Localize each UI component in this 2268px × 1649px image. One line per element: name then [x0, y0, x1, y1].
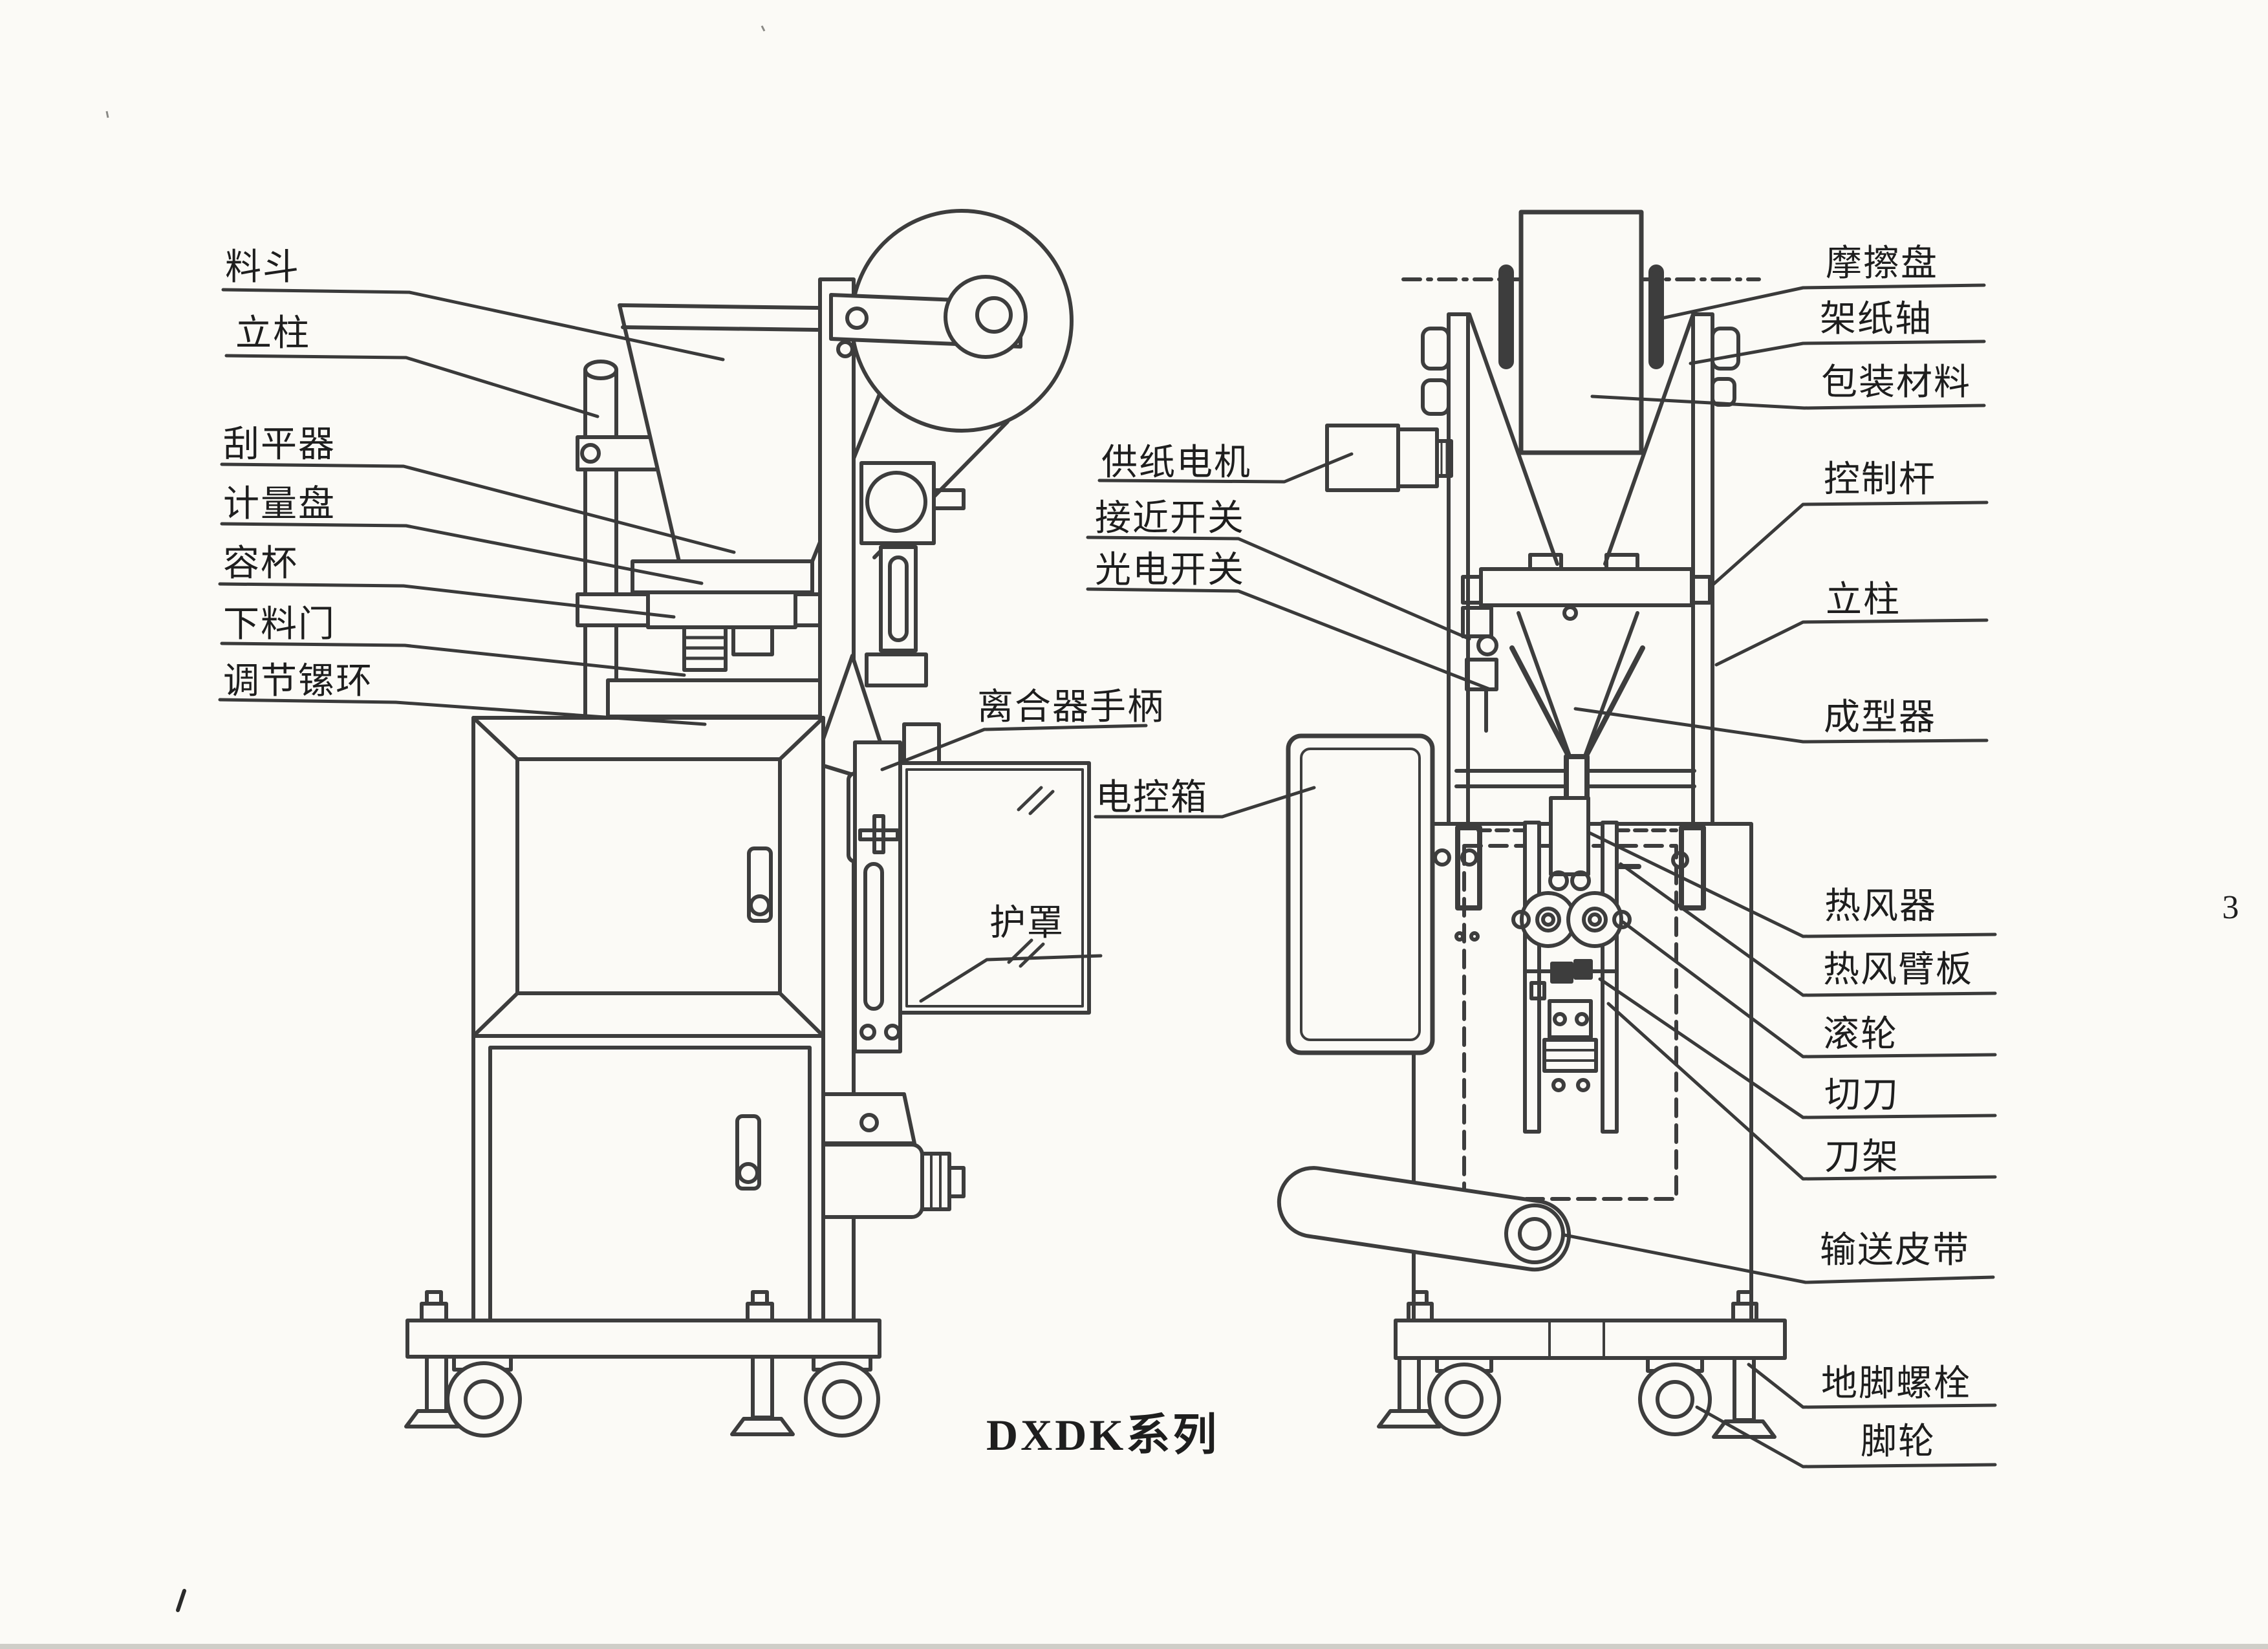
leader-scraper: [220, 462, 736, 554]
label-caster: 脚轮: [1861, 1422, 1936, 1462]
hot-air-device: [1548, 796, 1591, 891]
leader-former: [1573, 707, 1989, 744]
label-adjusting-ring: 调节镙环: [223, 662, 373, 702]
label-control-lever: 控制杆: [1824, 460, 1936, 500]
knife-holder: [1542, 999, 1598, 1092]
label-paper-feed-motor: 供纸电机: [1101, 443, 1251, 483]
label-paper-holder-shaft: 架纸轴: [1820, 299, 1932, 339]
label-discharge-door: 下料门: [223, 605, 336, 645]
label-roller: 滚轮: [1823, 1015, 1898, 1055]
leader-discharge-door: [220, 641, 686, 677]
label-column-right: 立柱: [1826, 580, 1901, 620]
right-base: [1377, 1290, 1787, 1439]
leader-clutch-handle: [880, 724, 1148, 771]
door-handle-upper: [747, 846, 773, 923]
switch-fittings: [1461, 606, 1498, 733]
leader-cup: [218, 582, 676, 619]
label-cutter: 切刀: [1824, 1075, 1899, 1116]
diagram-title: DXDK系列: [986, 1410, 1219, 1460]
label-packaging-material: 包装材料: [1821, 363, 1971, 403]
cabinet: [471, 716, 825, 1322]
label-knife-holder: 刀架: [1824, 1137, 1899, 1178]
leader-paper-feed-motor: [1097, 452, 1354, 484]
control-lever-bar: [1461, 553, 1712, 621]
scan-artifacts: [0, 25, 2268, 1649]
clutch-mechanism: [859, 461, 966, 687]
cutter-assembly: [1524, 959, 1617, 1000]
label-column-left: 立柱: [235, 314, 310, 354]
film-roll: [829, 209, 1074, 559]
leader-photoelectric-switch: [1086, 587, 1492, 691]
label-hopper: 料斗: [225, 248, 300, 288]
left-view-machine: [404, 209, 1091, 1438]
label-scraper: 刮平器: [223, 425, 336, 465]
leader-anchor-bolt: [1747, 1363, 1997, 1409]
leader-electric-control-box: [1094, 786, 1316, 819]
front-hopper: [1467, 312, 1695, 566]
leader-roller: [1621, 920, 1997, 1059]
label-clutch-handle: 离合器手柄: [977, 687, 1165, 727]
electric-control-box: [1286, 733, 1435, 1055]
leader-paper-holder-shaft: [1689, 339, 1986, 365]
label-conveyor-belt: 输送皮带: [1820, 1231, 1970, 1271]
leader-proximity-switch: [1086, 535, 1471, 641]
leader-protective-cover: [919, 954, 1103, 1003]
sealing-unit: [1476, 796, 1678, 1134]
label-photoelectric-switch: 光电开关: [1095, 550, 1245, 590]
page-number: 3: [2222, 889, 2239, 926]
label-electric-control-box: 电控箱: [1096, 778, 1208, 818]
conveyor-belt: [1277, 1166, 1571, 1272]
leveling-foot: [1712, 1356, 1777, 1439]
leveling-foot: [1377, 1356, 1442, 1428]
leader-knife-holder: [1606, 1002, 1997, 1181]
label-metering-disc: 计量盘: [223, 484, 336, 524]
label-former: 成型器: [1824, 698, 1936, 738]
leader-hopper: [221, 288, 725, 361]
friction-discs: [1498, 264, 1664, 369]
leader-friction-disc: [1660, 283, 1986, 320]
leader-hot-air-arm-plate: [1619, 862, 1997, 997]
caster-wheel: [1638, 1356, 1712, 1436]
leader-cutter: [1598, 977, 1997, 1119]
leader-column-right: [1714, 618, 1989, 667]
right-view-machine: [1277, 210, 1787, 1439]
leader-adjusting-ring: [218, 698, 707, 726]
label-cup: 容杯: [223, 544, 298, 584]
paper-feed-motor: [1325, 424, 1453, 492]
label-protective-cover: 护罩: [989, 903, 1064, 943]
leader-metering-disc: [220, 522, 704, 585]
door-handle-lower: [735, 1114, 761, 1191]
protective-cover: [898, 722, 1091, 1015]
leader-packaging-material: [1590, 394, 1986, 410]
label-friction-disc: 摩擦盘: [1826, 244, 1938, 284]
leveling-foot: [730, 1355, 795, 1436]
leader-hot-air-device: [1588, 831, 1997, 938]
leader-column-left: [224, 354, 599, 418]
label-hot-air-device: 热风器: [1824, 887, 1937, 927]
leader-control-lever: [1712, 501, 1989, 586]
sealing-strip: [853, 740, 902, 1053]
left-base: [404, 1290, 881, 1438]
leader-caster: [1695, 1405, 1997, 1469]
former: [1509, 645, 1645, 819]
caster-wheel: [804, 1355, 880, 1438]
leader-lines: [218, 283, 1997, 1469]
lower-funnel: [1517, 611, 1639, 756]
leader-conveyor-belt: [1563, 1233, 1995, 1284]
label-anchor-bolt: 地脚螺栓: [1821, 1364, 1971, 1404]
sealing-rollers: [1511, 891, 1632, 948]
caster-wheel: [1427, 1356, 1501, 1436]
left-column-pole: [583, 360, 618, 721]
labels: 料斗 立柱 刮平器 计量盘 容杯 下料门 调节镙环 离合器手柄 电控箱 护罩 供…: [223, 244, 2239, 1462]
label-proximity-switch: 接近开关: [1095, 499, 1245, 539]
label-hot-air-arm-plate: 热风臂板: [1823, 950, 1973, 990]
caster-wheel: [446, 1355, 522, 1438]
packaging-roll: [1518, 210, 1644, 455]
